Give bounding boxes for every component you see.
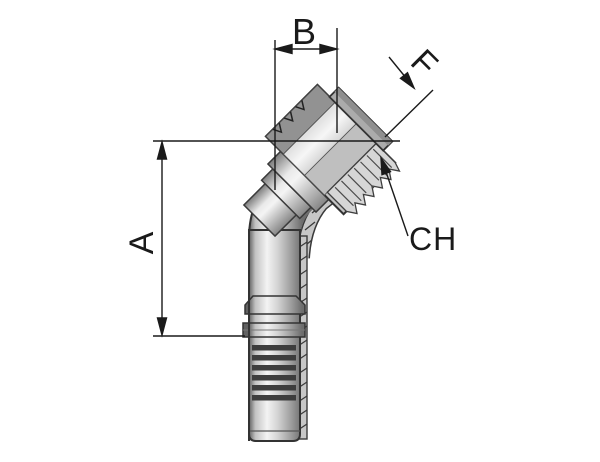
stem-barb-grooves (252, 345, 296, 401)
thread-tick-marks (272, 100, 306, 134)
swivel-nut-head (242, 83, 401, 238)
stem-shoulder (244, 295, 306, 315)
f-leader-arrow (384, 56, 434, 138)
dimension-ch-label: CH (409, 221, 458, 257)
dimension-b-label: B (292, 11, 317, 52)
dimension-a-label: A (123, 231, 161, 255)
ch-leader-arrow (380, 155, 409, 237)
fitting-body (242, 83, 401, 442)
dimension-b-lines (272, 28, 340, 190)
dimension-a-lines (153, 139, 400, 338)
hose-stem (242, 229, 306, 442)
